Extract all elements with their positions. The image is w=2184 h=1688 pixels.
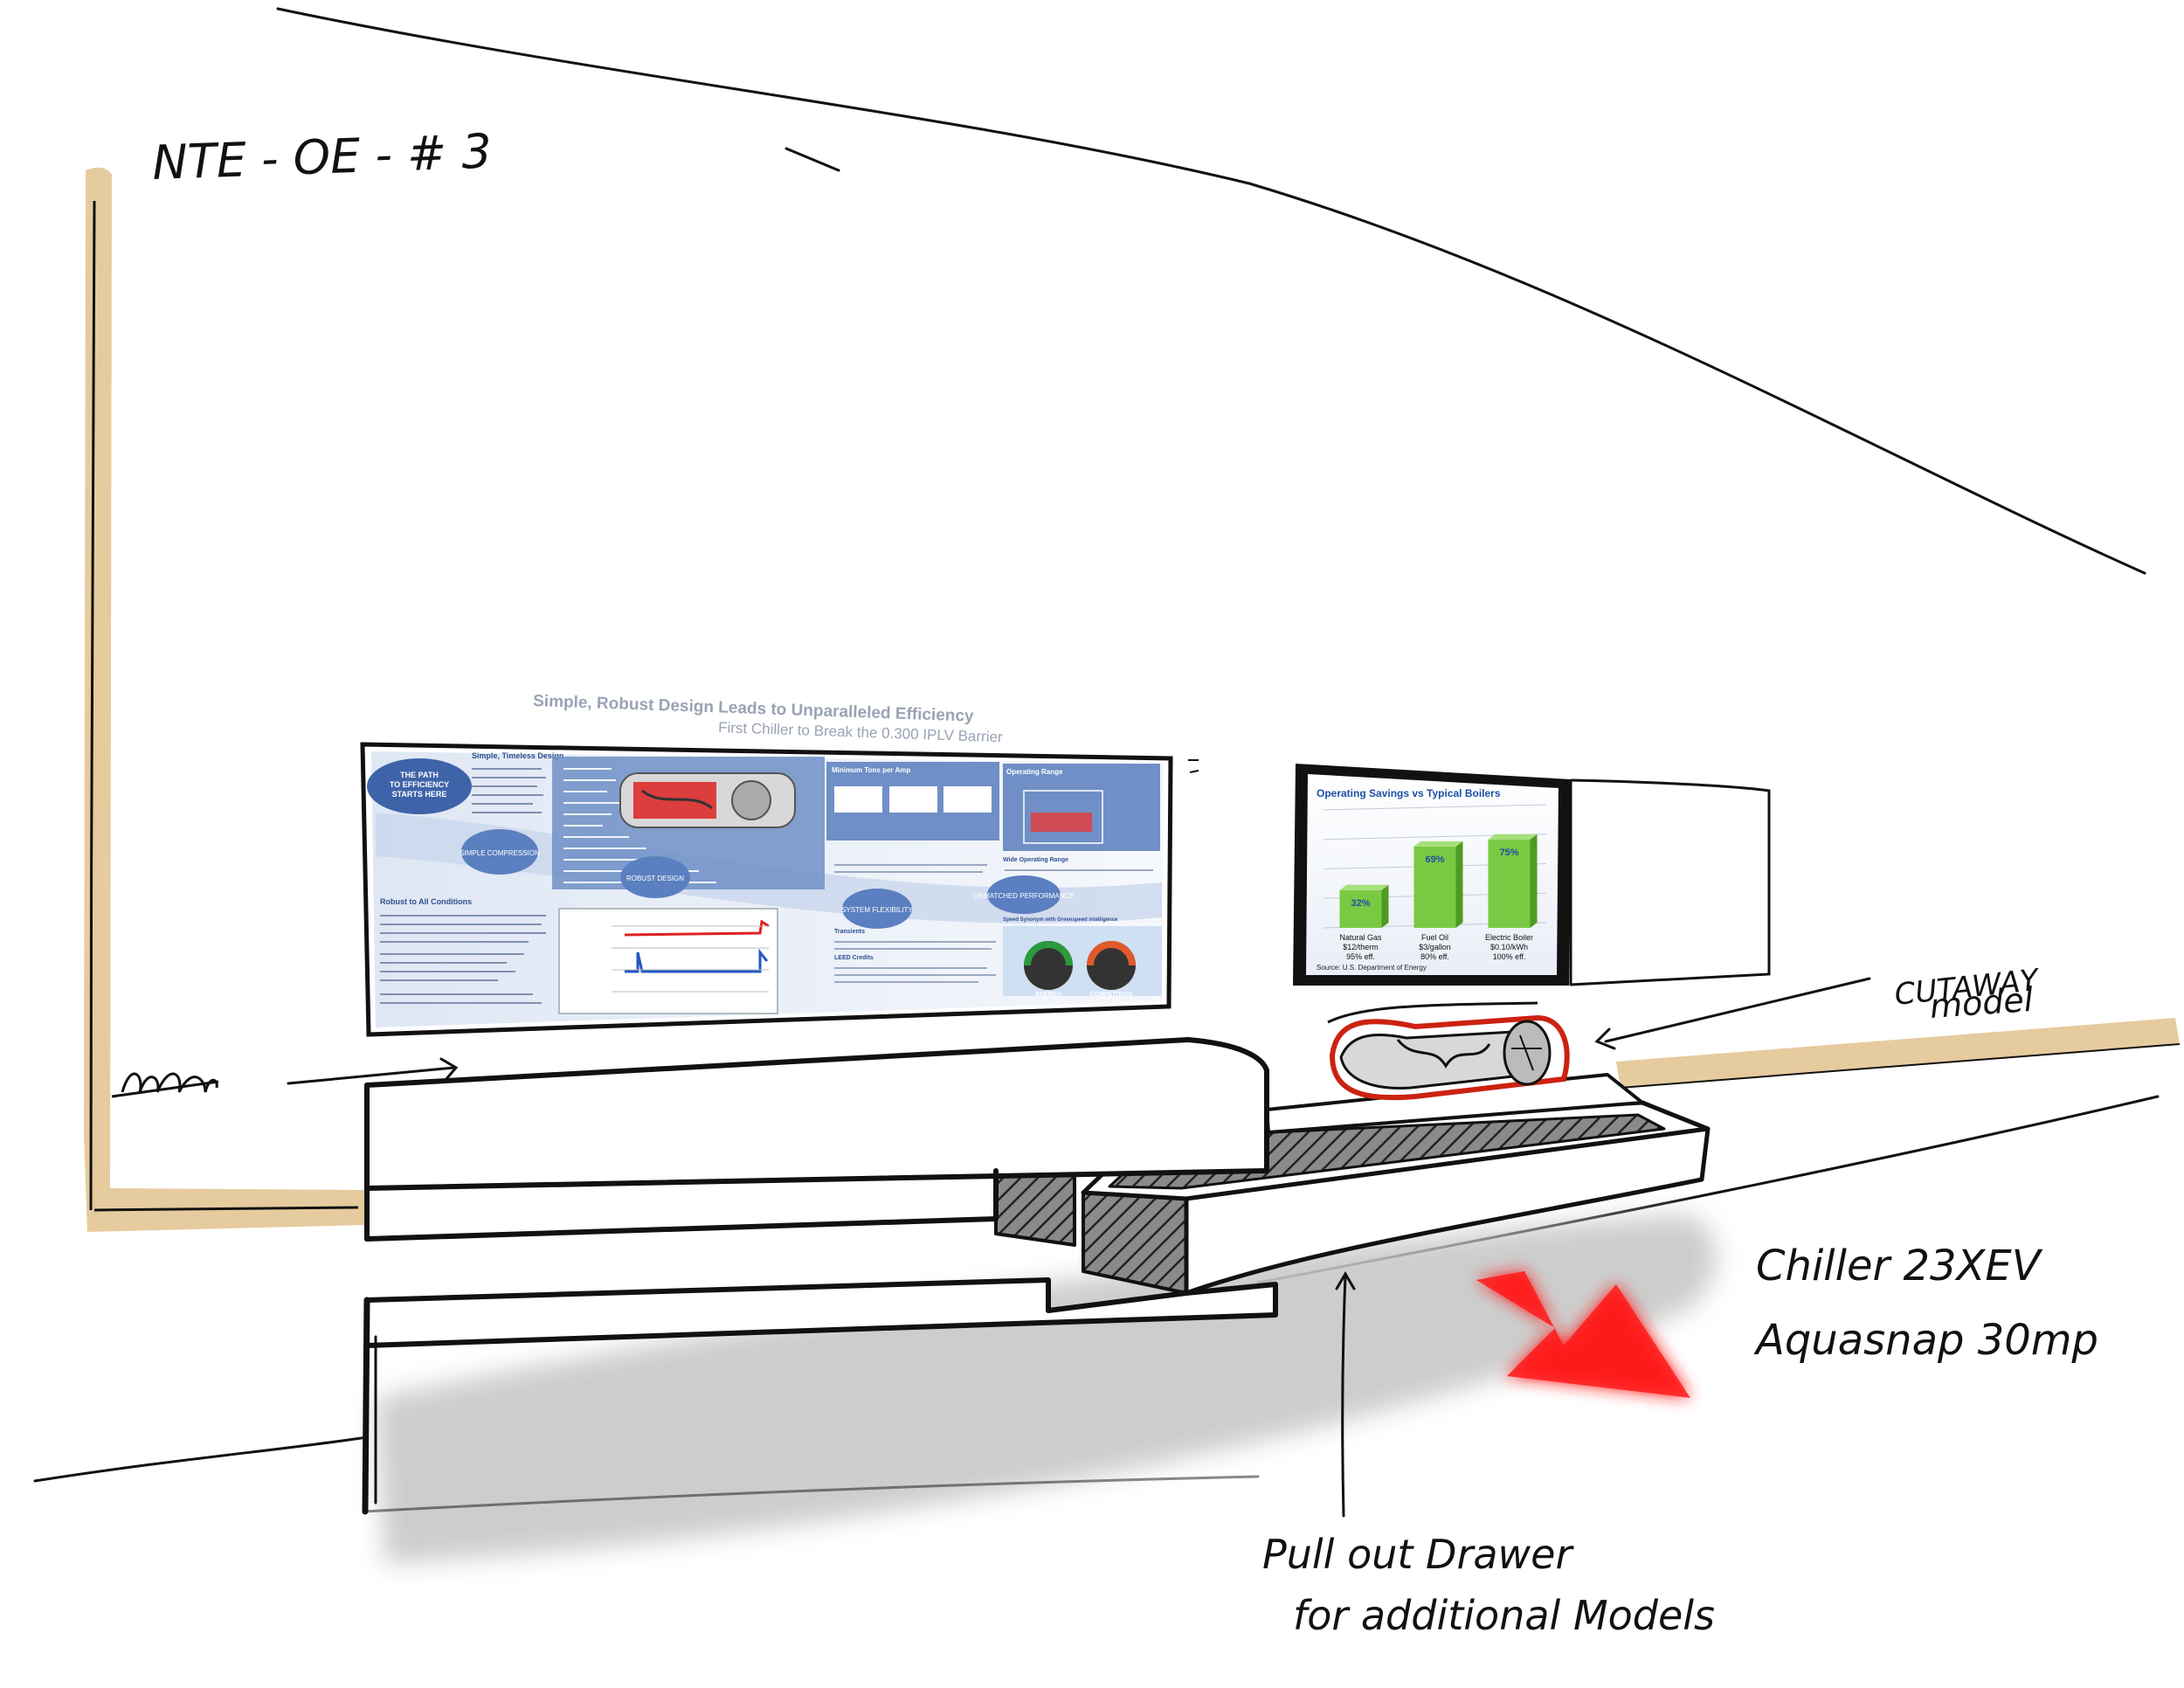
chart-data-label: 32% xyxy=(1351,898,1370,909)
chart-bar-top xyxy=(1488,834,1538,840)
additional-models-label: for additional Models xyxy=(1293,1592,1715,1639)
leader-arrows xyxy=(287,977,1871,1518)
svg-text:Minimum Tons per Amp: Minimum Tons per Amp xyxy=(832,766,910,774)
bubble-robust xyxy=(620,856,690,898)
chart-gridline xyxy=(1323,804,1547,811)
chart-bar-top xyxy=(1339,884,1389,890)
svg-text:Speed Synonym with Greenspeed: Speed Synonym with Greenspeed intelligen… xyxy=(1003,917,1118,923)
compressor-graphic xyxy=(619,772,796,828)
svg-text:SYSTEM FLEXIBILITY: SYSTEM FLEXIBILITY xyxy=(841,906,913,914)
chart-category-label: Electric Boiler xyxy=(1485,933,1533,942)
aquasnap-label: Aquasnap 30mp xyxy=(1753,1316,2098,1365)
chart-bar-side xyxy=(1381,884,1389,928)
chart-category-label: Natural Gas xyxy=(1339,933,1382,942)
svg-text:ROBUST DESIGN: ROBUST DESIGN xyxy=(626,875,684,882)
poster-text-lines xyxy=(472,768,546,813)
monitor-chart-title: Operating Savings vs Typical Boilers xyxy=(1317,787,1501,799)
poster-badge xyxy=(367,758,472,814)
sheet-id-label: NTE - OE - # 3 xyxy=(151,123,492,190)
chiller-label: Chiller 23XEV xyxy=(1756,1242,2043,1290)
chart-bar-side xyxy=(1530,834,1538,928)
cutaway-model-label: model xyxy=(1929,980,2035,1026)
svg-text:STARTS HERE: STARTS HERE xyxy=(392,790,447,799)
wood-trim xyxy=(84,167,2181,1233)
svg-text:Wide Operating Range: Wide Operating Range xyxy=(1003,857,1068,863)
ceiling-lines xyxy=(276,7,2146,575)
poster-gauges: ENERGY COMPETITION xyxy=(1003,926,1162,998)
poster-section-simple: Simple, Timeless Design xyxy=(472,751,563,760)
svg-text:COMPETITION: COMPETITION xyxy=(1090,992,1133,998)
bubble-simple xyxy=(461,829,538,875)
monitor: Operating Savings vs Typical Boilers 32%… xyxy=(1293,764,1771,986)
scribble-mark xyxy=(111,1072,219,1098)
svg-text:TO EFFICIENCY: TO EFFICIENCY xyxy=(390,780,449,789)
cutaway-model xyxy=(1327,1001,1570,1101)
svg-text:Transients: Transients xyxy=(834,929,865,935)
chart-bar xyxy=(1413,846,1456,928)
chart-bar xyxy=(1339,889,1382,928)
chart-category-label: $3/gallon xyxy=(1419,943,1451,951)
bubble-system xyxy=(842,889,912,929)
monitor-source: Source: U.S. Department of Energy xyxy=(1317,964,1427,972)
svg-text:UNMATCHED PERFORMANCE: UNMATCHED PERFORMANCE xyxy=(974,892,1075,900)
chart-bar xyxy=(1488,839,1531,928)
chart-bar-side xyxy=(1455,841,1463,928)
chart-category-label: $12/therm xyxy=(1343,943,1379,951)
chart-bar-top xyxy=(1413,841,1463,847)
svg-text:SIMPLE COMPRESSION: SIMPLE COMPRESSION xyxy=(460,849,540,857)
chart-category-label: 95% eff. xyxy=(1346,952,1375,961)
poster-line-chart xyxy=(558,908,778,1014)
svg-text:Operating Range: Operating Range xyxy=(1006,768,1063,776)
chart-category-label: Fuel Oil xyxy=(1421,933,1448,942)
chart-category-label: $0.10/kWh xyxy=(1490,943,1528,951)
bubble-unmatched xyxy=(987,875,1061,914)
chart-data-label: 69% xyxy=(1425,854,1444,865)
svg-text:ENERGY: ENERGY xyxy=(1035,992,1061,998)
floor-shadow xyxy=(376,1214,1717,1564)
chart-category-label: 80% eff. xyxy=(1420,952,1449,961)
svg-text:THE PATH: THE PATH xyxy=(400,771,439,779)
chart-category-label: 100% eff. xyxy=(1493,952,1526,961)
svg-text:LEED Credits: LEED Credits xyxy=(834,955,874,961)
chart-data-label: 75% xyxy=(1499,847,1518,858)
drawer-label: Pull out Drawer xyxy=(1262,1531,1574,1578)
poster-range-panel xyxy=(1003,764,1160,851)
side-panel xyxy=(1570,778,1771,986)
poster-panel: Simple, Robust Design Leads to Unparalle… xyxy=(360,692,1199,1037)
poster-section-robust: Robust to All Conditions xyxy=(380,897,472,906)
console-casework xyxy=(362,1037,1711,1515)
